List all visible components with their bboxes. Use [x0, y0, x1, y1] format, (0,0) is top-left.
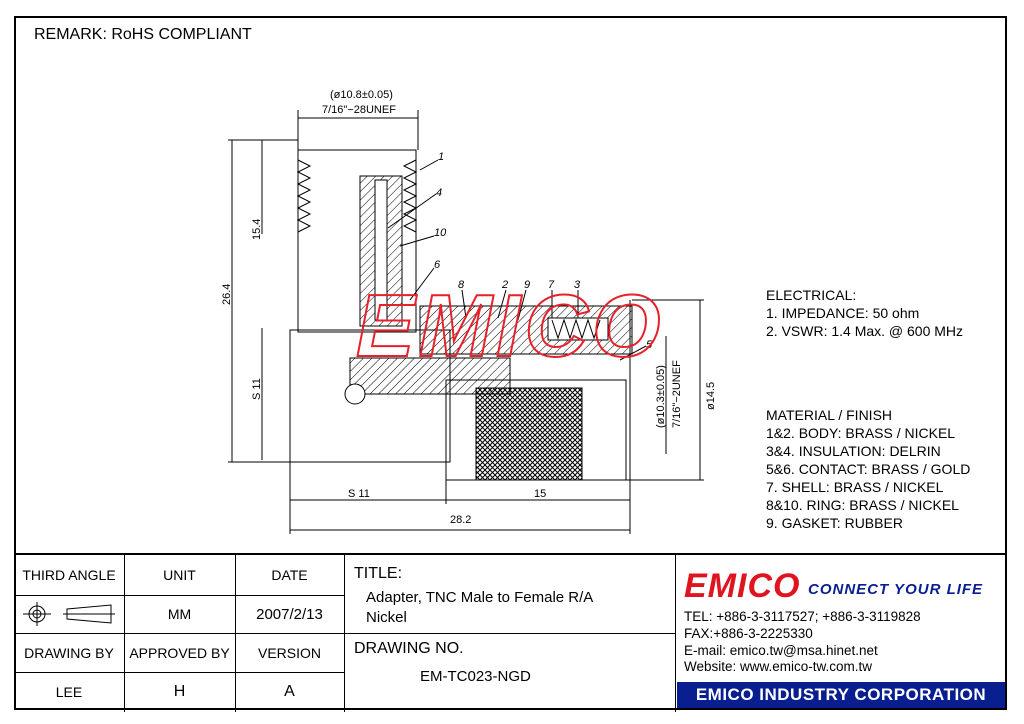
callout-10: 10 — [434, 227, 447, 239]
left-thread — [296, 159, 312, 233]
material-heading: MATERIAL / FINISH — [766, 407, 893, 423]
approved-by-label: APPROVED BY — [129, 644, 230, 661]
callout-8: 8 — [458, 279, 465, 291]
unit-label: UNIT — [163, 567, 196, 583]
dim-bottom-15: 15 — [534, 488, 546, 500]
material-item: 9. GASKET: RUBBER — [766, 515, 903, 531]
electrical-item: 2. VSWR: 1.4 Max. @ 600 MHz — [766, 323, 964, 339]
electrical-spec: ELECTRICAL: 1. IMPEDANCE: 50 ohm 2. VSWR… — [766, 286, 963, 340]
material-item: 5&6. CONTACT: BRASS / GOLD — [766, 461, 971, 477]
elbow-outline — [289, 329, 451, 463]
third-angle-label: THIRD ANGLE — [22, 567, 116, 583]
material-item: 1&2. BODY: BRASS / NICKEL — [766, 425, 956, 441]
right-thread — [402, 159, 418, 233]
drawing-frame — [14, 16, 1007, 710]
knurled-nut — [475, 387, 583, 481]
title-line-2: Nickel — [366, 609, 407, 626]
drawing-by-value: LEE — [55, 684, 83, 700]
electrical-item: 1. IMPEDANCE: 50 ohm — [766, 305, 920, 321]
material-item: 8&10. RING: BRASS / NICKEL — [766, 497, 959, 513]
company-brand: EMICO CONNECT YOUR LIFE — [684, 567, 1004, 607]
date-label: DATE — [271, 567, 308, 583]
emico-watermark: EMICO — [356, 276, 664, 375]
company-email: E-mail: emico.tw@msa.hinet.net — [684, 643, 878, 658]
material-item: 3&4. INSULATION: DELRIN — [766, 443, 941, 459]
projection-symbol — [14, 595, 124, 633]
callout-6: 6 — [434, 259, 441, 271]
company-website: Website: www.emico-tw.com.tw — [684, 659, 873, 674]
dim-right-thread: 7/16"−2UNEF — [671, 360, 683, 428]
drawing-no-value: EM-TC023-NGD — [420, 668, 531, 685]
dim-top-dia: (ø10.8±0.05) — [330, 89, 393, 101]
dim-15-4: 15.4 — [251, 219, 263, 240]
material-item: 7. SHELL: BRASS / NICKEL — [766, 479, 944, 495]
dim-right-14-5: ø14.5 — [705, 382, 717, 410]
title-line-1: Adapter, TNC Male to Female R/A — [366, 589, 594, 606]
unit-value: MM — [167, 606, 192, 622]
date-value: 2007/2/13 — [256, 605, 323, 623]
callout-5: 5 — [646, 339, 653, 351]
company-fax: FAX:+886-3-2225330 — [684, 626, 813, 641]
callout-3: 3 — [574, 279, 581, 291]
dim-26-4: 26.4 — [221, 284, 233, 305]
drawing-by-label: DRAWING BY — [24, 644, 114, 661]
callout-1: 1 — [438, 151, 444, 163]
approved-by-value: H — [173, 683, 186, 700]
drawing-no-label: DRAWING NO. — [354, 640, 464, 657]
dim-bottom-s11: S 11 — [348, 488, 370, 500]
material-spec: MATERIAL / FINISH 1&2. BODY: BRASS / NIC… — [766, 406, 970, 532]
company-slogan: CONNECT YOUR LIFE — [808, 581, 984, 598]
dim-top-thread: 7/16"−28UNEF — [322, 104, 396, 116]
dim-right-dia: (ø10.3±0.05) — [655, 365, 667, 428]
dim-bottom-28-2: 28.2 — [450, 514, 471, 526]
version-value: A — [284, 683, 295, 700]
remark-text: REMARK: RoHS COMPLIANT — [34, 26, 252, 43]
company-tel: TEL: +886-3-3117527; +886-3-3119828 — [684, 609, 921, 624]
dim-side-s11: S 11 — [251, 378, 263, 400]
title-block: THIRD ANGLE UNIT DATE MM 2007/2/13 DRAWI… — [14, 553, 1007, 712]
callout-9: 9 — [524, 279, 530, 291]
title-label: TITLE: — [354, 565, 403, 582]
emico-logo: EMICO — [684, 567, 801, 605]
electrical-heading: ELECTRICAL: — [766, 287, 857, 303]
callout-7: 7 — [548, 279, 555, 291]
callout-4: 4 — [436, 187, 442, 199]
callout-2: 2 — [501, 279, 508, 291]
company-corporation-banner: EMICO INDUSTRY CORPORATION — [677, 682, 1005, 708]
third-angle-projection-icon — [23, 602, 115, 626]
version-label: VERSION — [257, 644, 321, 661]
